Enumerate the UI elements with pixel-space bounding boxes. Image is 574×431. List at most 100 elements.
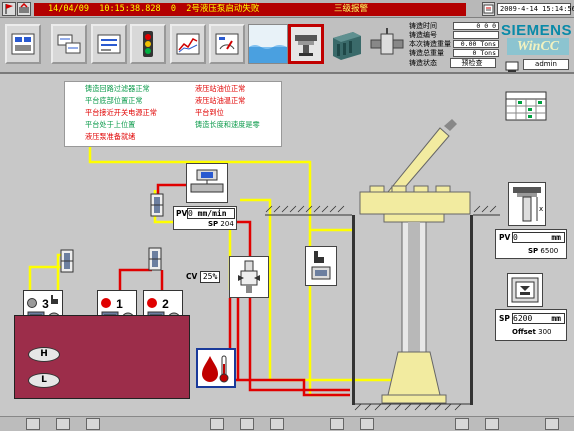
position-sensor[interactable]: x [508, 182, 546, 226]
limit-switch-icon [511, 277, 539, 303]
status-list: 铸造回路过滤器正常 平台底部位置正常 平台接近开关电源正常 平台处于上位置 液压… [64, 81, 282, 147]
hand-mode-icon [51, 295, 58, 304]
cast-state-value: 预检查 [450, 58, 496, 68]
valve-icon [370, 28, 404, 55]
mini-trend-button[interactable] [505, 91, 547, 121]
cast-weight-value: 0.00 Tons [453, 40, 499, 48]
filter-valve-3[interactable] [60, 248, 74, 274]
nav-button-6[interactable] [270, 418, 284, 430]
flow-meter[interactable] [186, 163, 228, 203]
hand-valve-icon [311, 251, 331, 280]
proportional-valve[interactable] [229, 256, 269, 298]
offset-sp-field[interactable]: 6200 mm [512, 313, 565, 324]
pump-1-number: 1 [116, 297, 123, 311]
cv-unit: % [212, 272, 218, 281]
nav-button-1[interactable] [26, 418, 40, 430]
manual-valve[interactable] [305, 246, 337, 286]
cast-total-label: 铸造总重量 [409, 49, 444, 57]
thermometer-drop-icon [202, 355, 229, 383]
cast-weight-label: 本次铸造重量 [409, 40, 451, 48]
flow-meter-icon [190, 169, 224, 193]
nav-button-4[interactable] [210, 418, 224, 430]
pump-3-status-dot [27, 298, 37, 308]
flow-icon [97, 34, 121, 54]
flow-pv-field[interactable]: 0 mm/min [187, 208, 235, 219]
mini-trend-icon [505, 91, 547, 121]
overview-button[interactable] [5, 24, 41, 64]
oil-temperature-button[interactable] [196, 348, 236, 388]
speed-button[interactable] [209, 24, 245, 64]
flow-button[interactable] [91, 24, 127, 64]
nav-button-5[interactable] [240, 418, 254, 430]
hydraulic-button[interactable] [288, 24, 324, 64]
pump-2-status-dot [147, 298, 157, 308]
offset-value-row: Offset 300 [512, 328, 552, 336]
alarm-level: 三级报警 [334, 4, 369, 14]
cast-time-label: 铸造时间 [409, 22, 437, 30]
user-login-icon[interactable] [505, 58, 520, 72]
bottom-bar [0, 416, 574, 431]
alarm-flag-icon[interactable] [2, 2, 16, 16]
nav-button-9[interactable] [455, 418, 469, 430]
alarm-list-icon[interactable] [482, 2, 495, 16]
pump-2-number: 2 [162, 297, 169, 311]
alarm-ack-icon[interactable] [17, 2, 31, 16]
trend-button[interactable] [170, 24, 206, 64]
flow-pv-label: PV [176, 209, 188, 218]
status-oil-level: 液压站油位正常 [195, 84, 246, 93]
traffic-light-icon [143, 31, 153, 57]
cylinder-base [387, 351, 441, 396]
position-sp: SP 6500 [528, 247, 558, 255]
process-button[interactable] [51, 24, 87, 64]
offset-setpoint-panel: SP 6200 mm Offset 300 [495, 309, 567, 341]
nav-button-3[interactable] [86, 418, 100, 430]
filter-valve-1[interactable] [148, 246, 162, 272]
alarm-time: 10:15:38.828 [99, 4, 161, 14]
siemens-logo: SIEMENS [501, 22, 573, 39]
flow-sp-value: 204 [220, 220, 234, 228]
current-alarm[interactable]: 14/04/09 10:15:38.828 0 2号液压泵启动失败 三级报警 [34, 3, 466, 16]
cv-label: CV [186, 272, 198, 281]
overview-icon [11, 33, 35, 55]
speed-icon [215, 33, 239, 55]
status-platform-in-place: 平台到位 [195, 108, 224, 117]
status-oil-temp: 液压站油温正常 [195, 96, 246, 105]
position-pv-value: 0 [513, 233, 518, 242]
status-platform-up: 平台处于上位置 [85, 120, 136, 129]
wincc-logo: WinCC [507, 38, 569, 55]
nav-button-11[interactable] [545, 418, 559, 430]
pump-1-status-dot [101, 298, 111, 308]
alarm-message: 2号液压泵启动失败 [186, 4, 260, 14]
status-proximity-power: 平台接近开关电源正常 [85, 108, 157, 117]
offset-sp-value: 6200 [513, 314, 533, 323]
nav-button-8[interactable] [360, 418, 374, 430]
alarm-date: 14/04/09 [48, 4, 89, 14]
signal-button[interactable] [130, 24, 166, 64]
position-sp-label: SP [528, 247, 539, 255]
casting-pit [265, 205, 500, 411]
flow-sp-label: SP [208, 220, 219, 228]
status-pump-ready: 液压泵准备就绪 [85, 132, 136, 141]
nav-button-7[interactable] [330, 418, 344, 430]
nav-button-10[interactable] [485, 418, 499, 430]
cast-number-value [453, 31, 499, 39]
offset-sp-label: SP [499, 314, 510, 323]
position-pv-label: PV [499, 233, 511, 242]
filter-valve-main[interactable] [150, 192, 164, 218]
process-icon [57, 34, 81, 54]
cast-total-value: 0 Tons [453, 49, 499, 57]
limit-switch[interactable] [507, 273, 543, 307]
cv-field[interactable]: 25% [199, 271, 221, 283]
status-filter-ok: 铸造回路过滤器正常 [85, 84, 150, 93]
nav-button-2[interactable] [56, 418, 70, 430]
dimension-x-mark: x [539, 205, 543, 213]
valve-button[interactable] [369, 24, 405, 64]
cv-readout: CV 25% [186, 271, 228, 285]
water-button[interactable] [248, 24, 288, 64]
proportional-valve-icon [238, 260, 260, 293]
offset-sp-unit: mm [551, 314, 561, 323]
plc-button[interactable] [329, 24, 365, 64]
